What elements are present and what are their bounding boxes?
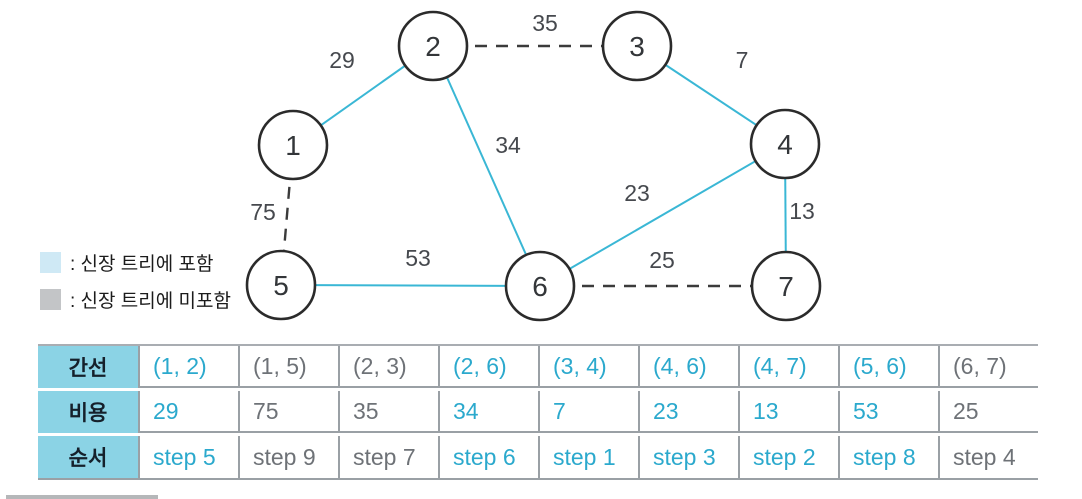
edge-weight-2-3: 35	[532, 10, 558, 36]
cost-cell-0: 29	[138, 391, 238, 433]
edge-weight-4-7: 13	[789, 198, 815, 224]
cost-cell-1: 75	[238, 391, 338, 433]
node-label-7: 7	[778, 271, 794, 302]
step-cell-8: step 4	[938, 436, 1038, 478]
step-cell-0: step 5	[138, 436, 238, 478]
node-3	[601, 10, 673, 82]
excluded-swatch	[40, 288, 61, 310]
edge-weight-1-5: 75	[250, 199, 276, 225]
edge-weight-2-6: 34	[495, 132, 521, 158]
mst-table: 간선(1, 2)(1, 5)(2, 3)(2, 6)(3, 4)(4, 6)(4…	[38, 344, 1038, 480]
edge-cell-1: (1, 5)	[238, 346, 338, 388]
edge-cell-5: (4, 6)	[638, 346, 738, 388]
cropped-caption-edge	[6, 495, 158, 499]
step-cell-7: step 8	[838, 436, 938, 478]
cost-cell-4: 7	[538, 391, 638, 433]
legend-item-excluded: : 신장 트리에 미포함	[40, 288, 231, 312]
edge-cell-8: (6, 7)	[938, 346, 1038, 388]
legend: : 신장 트리에 포함 : 신장 트리에 미포함	[40, 251, 231, 325]
cost-cell-8: 25	[938, 391, 1038, 433]
node-label-1: 1	[285, 130, 301, 161]
edge-cell-4: (3, 4)	[538, 346, 638, 388]
cost-cell-5: 23	[638, 391, 738, 433]
step-cell-6: step 2	[738, 436, 838, 478]
node-label-2: 2	[425, 31, 441, 62]
edge-weight-6-7: 25	[649, 247, 675, 273]
edge-cell-3: (2, 6)	[438, 346, 538, 388]
node-label-3: 3	[629, 31, 645, 62]
step-cell-5: step 3	[638, 436, 738, 478]
edge-2-6	[432, 45, 541, 287]
edge-weight-5-6: 53	[405, 245, 431, 271]
node-6	[504, 250, 576, 322]
edge-cell-7: (5, 6)	[838, 346, 938, 388]
node-1	[257, 109, 329, 181]
edge-weight-3-4: 7	[736, 47, 749, 73]
edge-weight-4-6: 23	[624, 180, 650, 206]
row-header-edge: 간선	[38, 346, 138, 388]
step-cell-3: step 6	[438, 436, 538, 478]
step-cell-4: step 1	[538, 436, 638, 478]
included-swatch	[40, 251, 61, 273]
edge-cell-2: (2, 3)	[338, 346, 438, 388]
node-label-4: 4	[777, 129, 793, 160]
included-label: : 신장 트리에 포함	[70, 253, 214, 275]
row-header-cost: 비용	[38, 391, 138, 433]
edge-5-6	[280, 284, 541, 287]
edge-cell-6: (4, 7)	[738, 346, 838, 388]
node-7	[750, 250, 822, 322]
node-label-5: 5	[273, 270, 289, 301]
node-5	[245, 249, 317, 321]
cost-cell-2: 35	[338, 391, 438, 433]
node-2	[397, 10, 469, 82]
cost-cell-6: 13	[738, 391, 838, 433]
row-header-step: 순서	[38, 436, 138, 478]
cost-cell-7: 53	[838, 391, 938, 433]
step-cell-1: step 9	[238, 436, 338, 478]
edge-weight-1-2: 29	[329, 47, 355, 73]
step-cell-2: step 7	[338, 436, 438, 478]
edge-cell-0: (1, 2)	[138, 346, 238, 388]
cost-cell-3: 34	[438, 391, 538, 433]
legend-item-included: : 신장 트리에 포함	[40, 251, 231, 275]
excluded-label: : 신장 트리에 미포함	[70, 290, 231, 312]
edge-4-6	[539, 143, 786, 287]
node-label-6: 6	[532, 271, 548, 302]
node-4	[749, 108, 821, 180]
